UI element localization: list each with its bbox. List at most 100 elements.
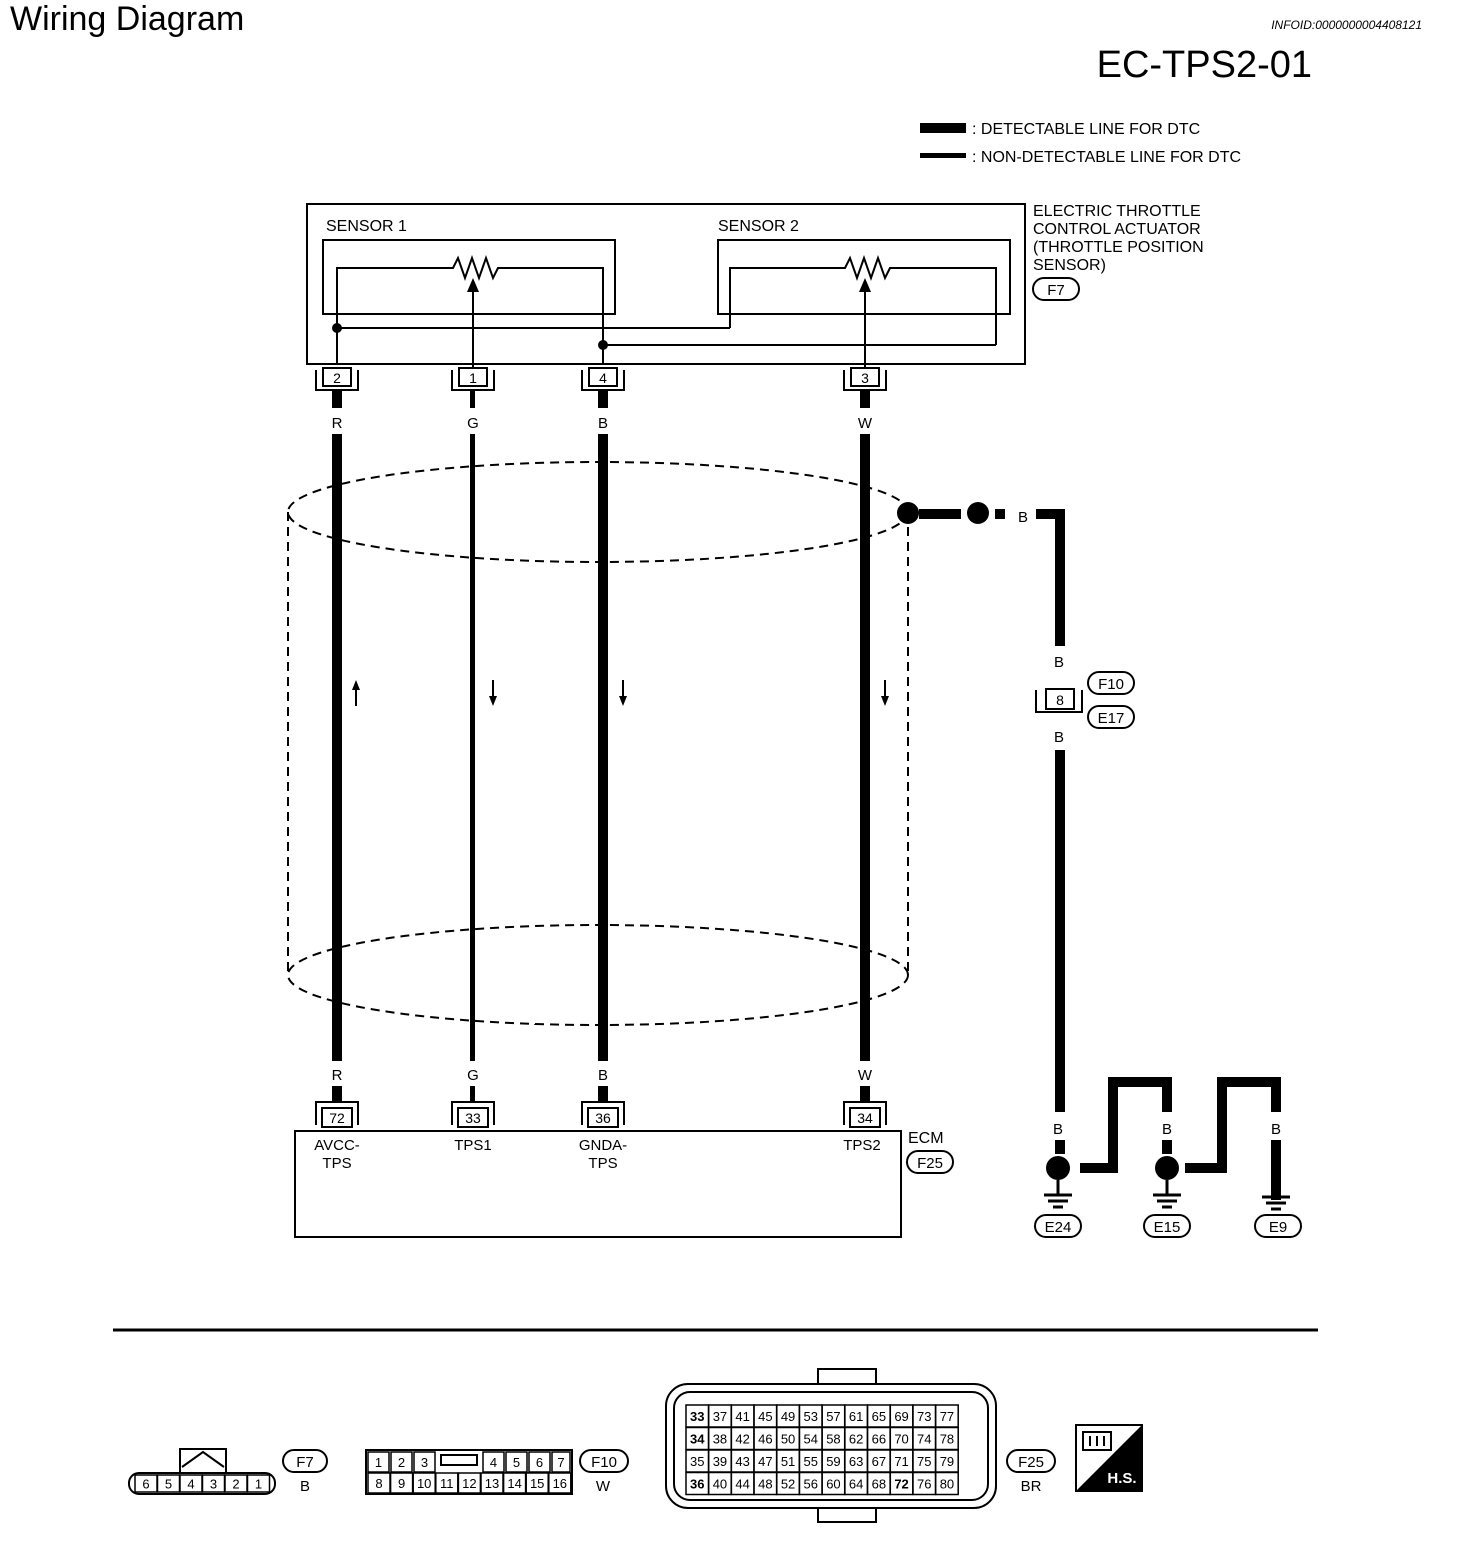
sensor-1-box — [322, 239, 616, 315]
pin-label-cell — [548, 1472, 572, 1494]
ground-e24-label: E24 — [1045, 1219, 1072, 1236]
drain-wire-line — [1036, 509, 1065, 646]
ground-splice-dot — [1046, 1156, 1070, 1180]
pin-label: 52 — [781, 1477, 795, 1492]
wire-line — [470, 434, 475, 1061]
wire-line — [860, 434, 870, 1061]
joint-connector-2: E17 — [1098, 710, 1125, 727]
wire-color-top: W — [858, 415, 873, 432]
wire-color-bottom: B — [598, 1067, 608, 1084]
ground-wire-line — [1055, 750, 1065, 1112]
connector-badge — [1143, 1214, 1191, 1238]
ecm-pin-bracket — [843, 1101, 887, 1125]
pin-label: 68 — [872, 1477, 886, 1492]
pin-label: 60 — [826, 1477, 840, 1492]
wire-color-bottom: R — [332, 1067, 343, 1084]
joint-wire-color-bottom: B — [1054, 729, 1064, 746]
ecm-terminal-name-1: AVCC- — [314, 1137, 360, 1154]
wire-stub-bottom — [332, 1086, 342, 1102]
page-title: Wiring Diagram — [10, 0, 245, 38]
pin-label: 57 — [826, 1409, 840, 1424]
pin-label: 51 — [781, 1454, 795, 1469]
actuator-name-line-4: SENSOR) — [1033, 257, 1106, 274]
pin-label: 35 — [690, 1454, 704, 1469]
ecm-box — [294, 1130, 902, 1238]
connector-badge — [1006, 1449, 1056, 1473]
connector-badge — [1032, 277, 1080, 301]
pin-label: 50 — [781, 1432, 795, 1447]
shield-splice-dot — [897, 502, 919, 524]
pin-label: 45 — [758, 1409, 772, 1424]
connector-latch-peak — [181, 1450, 225, 1468]
pin-label: 3 — [421, 1455, 428, 1470]
ground-junction-dot — [598, 340, 608, 350]
pin-label: 63 — [849, 1454, 863, 1469]
sensor-pin-label: 1 — [469, 370, 477, 386]
pin-label: 78 — [940, 1432, 954, 1447]
pin-label: 46 — [758, 1432, 772, 1447]
pin-label: 1 — [375, 1455, 382, 1470]
joint-pin-bracket — [1035, 690, 1083, 713]
pin-label: 7 — [557, 1455, 564, 1470]
pin-label: 54 — [804, 1432, 818, 1447]
pin-label: 61 — [849, 1409, 863, 1424]
pin-label: 15 — [530, 1476, 544, 1491]
connector-badge — [906, 1150, 954, 1174]
ecm-pin-box — [849, 1107, 881, 1128]
joint-pin-label: 8 — [1056, 692, 1064, 708]
pin-label-cell — [934, 1471, 959, 1496]
pin-label: 75 — [917, 1454, 931, 1469]
ecm-pin-label: 36 — [595, 1110, 611, 1126]
wire-stub-bottom — [470, 1086, 475, 1102]
pin-label: 66 — [872, 1432, 886, 1447]
ecm-pin-bracket — [315, 1101, 359, 1125]
wire-line — [332, 434, 342, 1061]
wire-color-top: G — [467, 415, 479, 432]
ground-wire-stub — [1162, 1140, 1172, 1154]
legend: : DETECTABLE LINE FOR DTC : NON-DETECTAB… — [920, 121, 1241, 166]
ground-wire-color: B — [1271, 1121, 1281, 1138]
signal-arrow-head — [881, 696, 889, 706]
connector-key-slot — [440, 1454, 478, 1466]
pin-label: 77 — [940, 1409, 954, 1424]
sensor-pin-bracket — [451, 370, 495, 391]
sensor-pin-bracket — [581, 370, 625, 391]
pin-label: 1 — [255, 1477, 262, 1492]
pin-label: 79 — [940, 1454, 954, 1469]
pin-label: 39 — [713, 1454, 727, 1469]
ecm-terminal-name-1: TPS2 — [843, 1137, 881, 1154]
pin-label: 4 — [187, 1477, 194, 1492]
wire-stub-top — [598, 391, 608, 408]
connector-id: F7 — [296, 1454, 314, 1471]
wire-stub-bottom — [860, 1086, 870, 1102]
ecm-terminal-name-2: TPS — [322, 1155, 351, 1172]
pin-label: 38 — [713, 1432, 727, 1447]
connector-id: F10 — [591, 1454, 617, 1471]
pin-label: 58 — [826, 1432, 840, 1447]
wire-w: 3 W W 34 TPS2 — [843, 367, 889, 1154]
pin-label: 40 — [713, 1477, 727, 1492]
connector-latch — [179, 1448, 227, 1473]
ground-jumper-1 — [1080, 1077, 1172, 1173]
ecm-pin-bracket — [581, 1101, 625, 1125]
pin-label: 3 — [210, 1477, 217, 1492]
pin-label-cell — [528, 1451, 551, 1473]
pin-label-cell — [413, 1451, 436, 1473]
ecm-name: ECM — [908, 1130, 944, 1147]
pin-label-cell — [551, 1451, 571, 1473]
pin-label: 10 — [417, 1476, 431, 1491]
wire-color-bottom: G — [467, 1067, 479, 1084]
ecm-pin-box — [587, 1107, 619, 1128]
pin-label: 44 — [735, 1477, 749, 1492]
sensor-1-resistor — [336, 254, 604, 365]
pin-label: 9 — [398, 1476, 405, 1491]
harness-symbol: H.S. — [1075, 1424, 1143, 1492]
info-id: INFOID:0000000004408121 — [1271, 18, 1422, 32]
ecm-pin-box — [457, 1107, 489, 1128]
pin-label-cell — [482, 1451, 505, 1473]
pin-label: 33 — [690, 1409, 704, 1424]
